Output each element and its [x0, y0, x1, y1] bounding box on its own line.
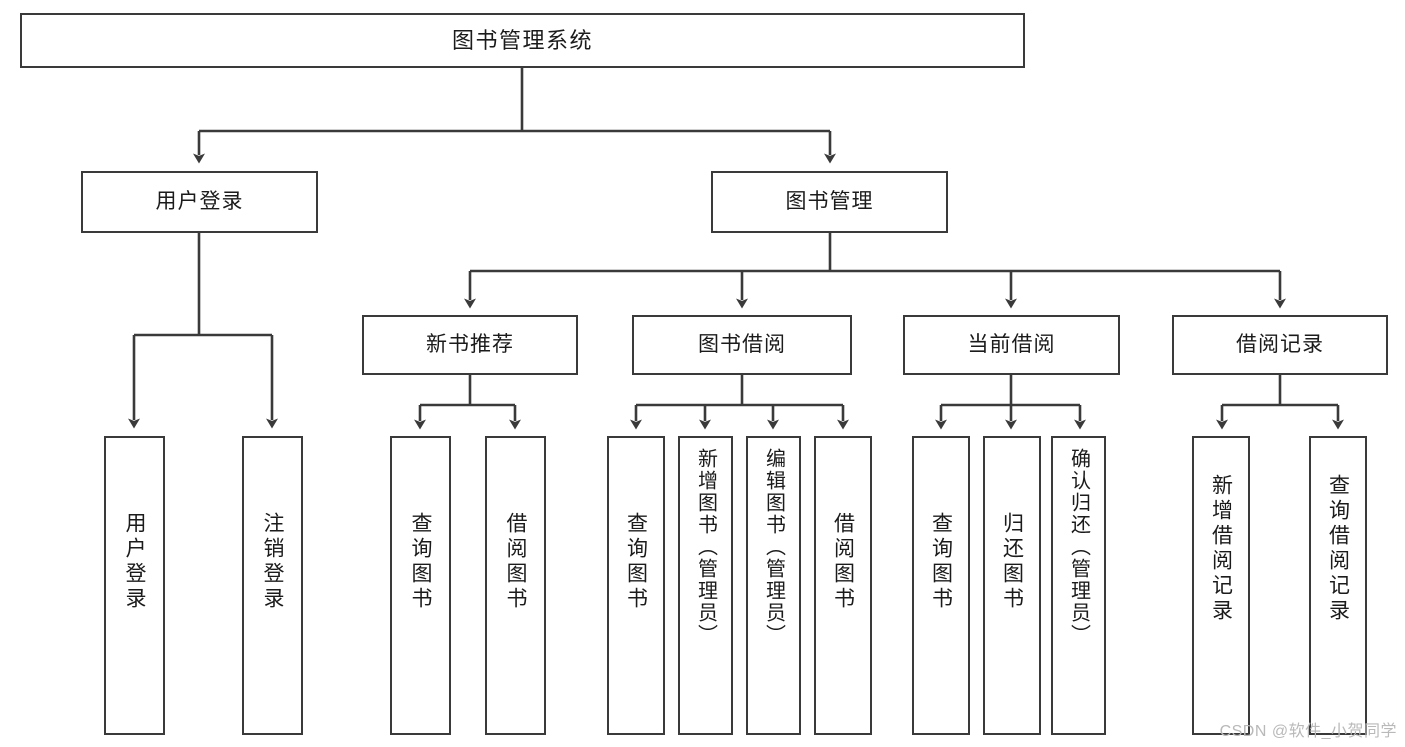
node-label: 确认归还（管理员）	[1067, 448, 1090, 646]
leaf-new-book-query-book[interactable]: 查询图书	[390, 436, 451, 735]
leaf-borrow-record-query-record[interactable]: 查询借阅记录	[1309, 436, 1367, 735]
leaf-book-borrow-add-book-admin[interactable]: 新增图书（管理员）	[678, 436, 733, 735]
node-book-management[interactable]: 图书管理	[711, 171, 948, 233]
leaf-current-borrow-query-book[interactable]: 查询图书	[912, 436, 970, 735]
node-label: 借阅图书	[504, 512, 527, 612]
node-label: 借阅图书	[831, 512, 855, 612]
leaf-user-login-login[interactable]: 用户登录	[104, 436, 165, 735]
node-label: 借阅记录	[1236, 332, 1324, 356]
node-label: 归还图书	[1000, 512, 1024, 612]
leaf-current-borrow-confirm-return-admin[interactable]: 确认归还（管理员）	[1051, 436, 1106, 735]
node-label: 图书管理	[785, 189, 874, 213]
node-label: 用户登录	[123, 512, 146, 612]
node-label: 用户登录	[155, 189, 244, 213]
leaf-book-borrow-borrow-book[interactable]: 借阅图书	[814, 436, 872, 735]
node-label: 查询借阅记录	[1326, 474, 1350, 624]
leaf-book-borrow-query-book[interactable]: 查询图书	[607, 436, 665, 735]
leaf-borrow-record-add-record[interactable]: 新增借阅记录	[1192, 436, 1250, 735]
node-root-library-management-system[interactable]: 图书管理系统	[20, 13, 1025, 68]
node-label: 图书管理系统	[451, 27, 593, 53]
csdn-watermark: CSDN @软件_小贺同学	[1219, 723, 1397, 740]
node-label: 新增图书（管理员）	[694, 448, 717, 646]
node-current-borrow[interactable]: 当前借阅	[903, 315, 1120, 375]
leaf-new-book-borrow-book[interactable]: 借阅图书	[485, 436, 546, 735]
node-label: 查询图书	[409, 512, 432, 612]
leaf-current-borrow-return-book[interactable]: 归还图书	[983, 436, 1041, 735]
node-label: 注销登录	[261, 512, 284, 612]
leaf-book-borrow-edit-book-admin[interactable]: 编辑图书（管理员）	[746, 436, 801, 735]
node-label: 查询图书	[929, 512, 953, 612]
node-label: 图书借阅	[698, 332, 786, 356]
node-label: 查询图书	[624, 512, 648, 612]
node-user-login[interactable]: 用户登录	[81, 171, 318, 233]
node-label: 编辑图书（管理员）	[762, 448, 785, 646]
node-borrow-record[interactable]: 借阅记录	[1172, 315, 1388, 375]
node-label: 当前借阅	[967, 332, 1056, 356]
node-label: 新书推荐	[426, 332, 514, 356]
node-label: 新增借阅记录	[1209, 474, 1233, 624]
node-book-borrow[interactable]: 图书借阅	[632, 315, 852, 375]
node-new-book-recommend[interactable]: 新书推荐	[362, 315, 578, 375]
leaf-user-login-logout[interactable]: 注销登录	[242, 436, 303, 735]
